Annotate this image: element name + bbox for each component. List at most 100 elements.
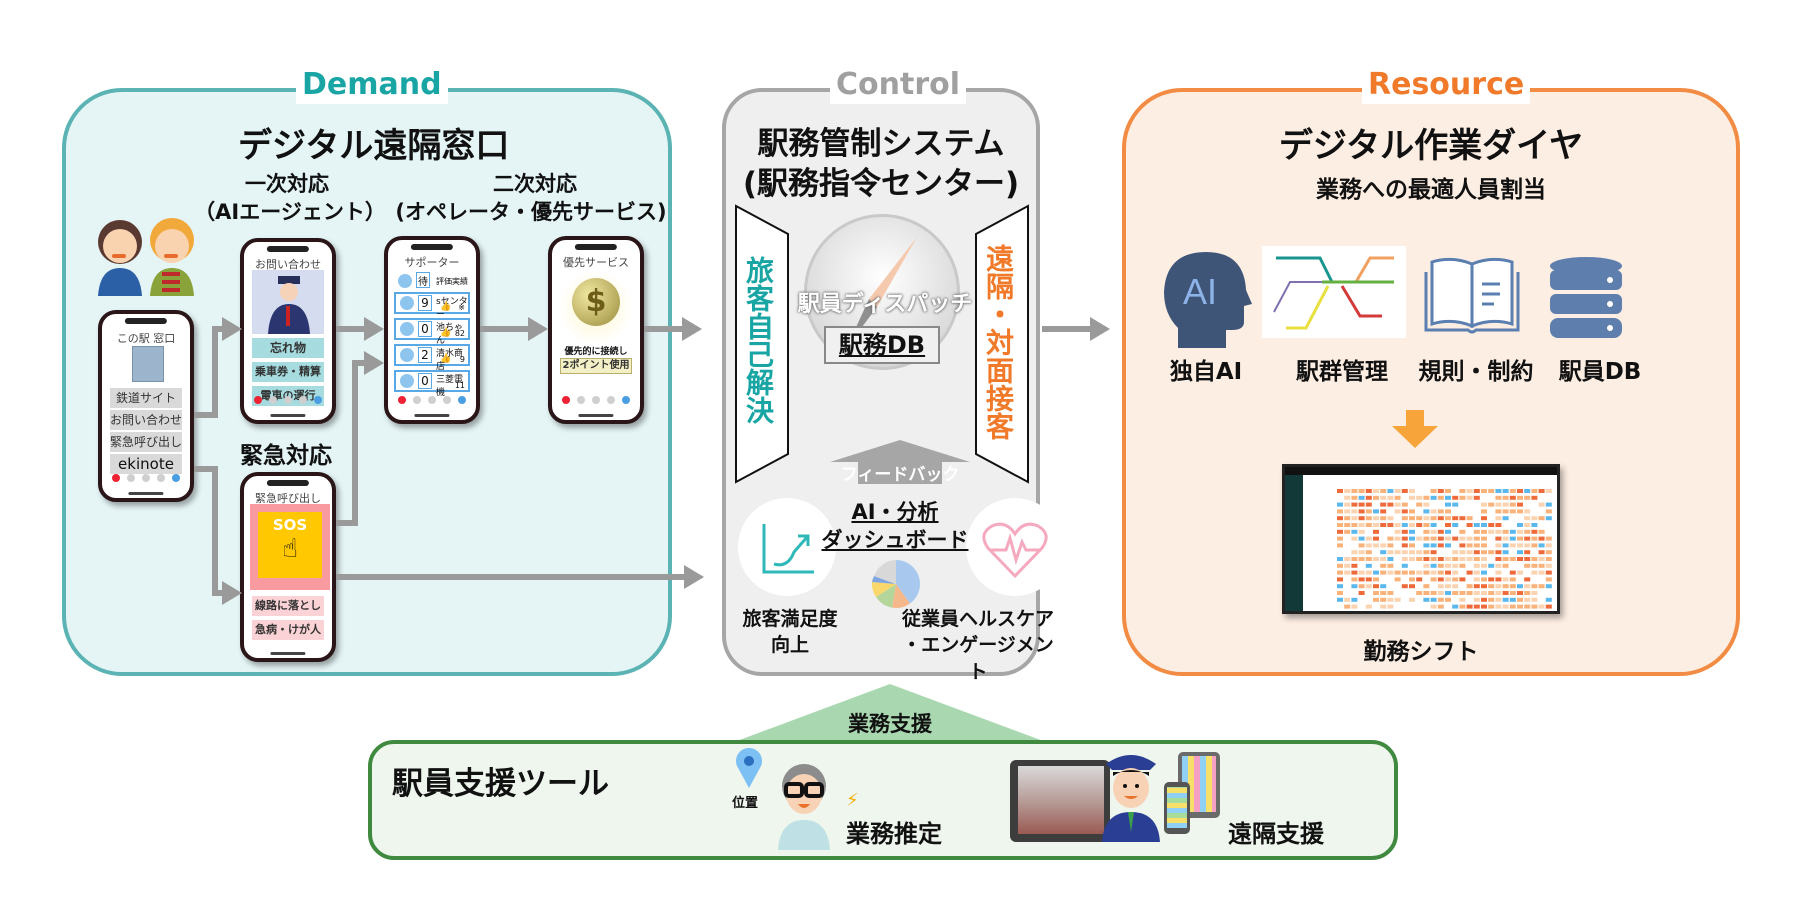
shift-cell: [1409, 584, 1415, 589]
shift-cell: [1538, 570, 1545, 575]
supporter-row[interactable]: 9 sセンター 👍 ※: [394, 292, 470, 320]
shift-cell: [1473, 557, 1480, 561]
shift-cell: [1416, 529, 1423, 534]
inquiry-button[interactable]: お問い合わせ: [110, 410, 182, 430]
supporter-row[interactable]: 0 三菱電機 11: [394, 370, 470, 398]
shift-cell: [1394, 502, 1401, 507]
shift-cell: [1401, 509, 1408, 514]
shift-cell: [1517, 597, 1523, 602]
shift-cell: [1452, 563, 1459, 568]
shift-cell: [1531, 495, 1538, 500]
ekinote-button[interactable]: ekinote: [110, 454, 182, 474]
shift-cell: [1445, 557, 1451, 561]
shift-cell: [1344, 495, 1351, 500]
shift-cell: [1502, 509, 1509, 514]
satisfaction-label-line1: 旅客満足度: [742, 608, 838, 630]
shift-cell: [1452, 604, 1459, 609]
dropped-on-track-button[interactable]: 線路に落とした: [252, 596, 324, 632]
railway-site-button[interactable]: 鉄道サイト: [110, 388, 182, 408]
shift-cell: [1524, 536, 1531, 541]
shift-cell: [1401, 536, 1408, 541]
shift-cell: [1380, 529, 1387, 534]
shift-sidebar: [1285, 475, 1303, 611]
emergency-call-button[interactable]: 緊急呼び出し: [110, 432, 182, 452]
shift-cell: [1481, 570, 1487, 575]
shift-cell: [1452, 557, 1459, 561]
ticket-fare-button[interactable]: 乗車券・精算: [252, 362, 324, 382]
shift-cell: [1423, 591, 1430, 595]
shift-cell: [1373, 536, 1379, 541]
thumbs-up-icon: 👍: [440, 302, 452, 312]
shift-cell: [1373, 570, 1379, 575]
shift-cell: [1445, 516, 1451, 521]
lost-item-button[interactable]: 忘れ物: [252, 338, 324, 358]
shift-cell: [1538, 597, 1545, 602]
shift-cell: [1430, 584, 1437, 589]
shift-cell: [1358, 495, 1365, 500]
shift-cell: [1394, 597, 1401, 602]
shift-cell: [1495, 543, 1502, 548]
shift-cell: [1466, 570, 1473, 575]
shift-cell: [1430, 489, 1437, 493]
shift-cell: [1380, 604, 1387, 609]
shift-cell: [1495, 516, 1502, 521]
shift-cell: [1437, 557, 1444, 561]
shift-cell: [1394, 495, 1401, 500]
shift-cell: [1524, 523, 1531, 527]
shift-cell: [1545, 584, 1552, 589]
shift-cell: [1409, 516, 1415, 521]
use-points-button[interactable]: 2ポイント使用: [560, 358, 632, 374]
shift-cell: [1459, 509, 1466, 514]
shift-cell: [1387, 529, 1394, 534]
shift-cell: [1524, 502, 1531, 507]
rating-label: 評価実績: [436, 277, 468, 286]
shift-cell: [1430, 502, 1437, 507]
company-icon: [400, 374, 414, 388]
shift-cell: [1473, 509, 1480, 514]
supporter-row[interactable]: 0 池ちゃん 👍 82: [394, 318, 470, 346]
shift-cell: [1473, 597, 1480, 602]
supporter-row[interactable]: 2 清水商店 👍 9: [394, 344, 470, 372]
shift-cell: [1502, 563, 1509, 568]
shift-cell: [1437, 597, 1444, 602]
sudden-illness-button[interactable]: 急病・けが人: [252, 620, 324, 640]
shift-cell: [1373, 509, 1379, 514]
shift-cell: [1416, 597, 1423, 602]
sos-button[interactable]: SOS ☝: [258, 512, 322, 578]
shift-cell: [1538, 557, 1545, 561]
shift-cell: [1502, 523, 1509, 527]
resource-label: Resource: [1362, 66, 1531, 104]
shift-cell: [1524, 543, 1531, 548]
shift-cell: [1445, 543, 1451, 548]
shift-cell: [1409, 543, 1415, 548]
shift-cell: [1423, 557, 1430, 561]
shift-cell: [1344, 529, 1351, 534]
shift-cell: [1545, 570, 1552, 575]
shift-cell: [1524, 529, 1531, 534]
shift-cell: [1466, 543, 1473, 548]
shift-cell: [1401, 516, 1408, 521]
shift-cell: [1380, 591, 1387, 595]
shift-cell: [1531, 509, 1538, 514]
shift-cell: [1531, 516, 1538, 521]
demand-label: Demand: [296, 66, 448, 104]
shift-cell: [1387, 489, 1394, 493]
shift-cell: [1437, 584, 1444, 589]
shift-cell: [1459, 577, 1466, 582]
shift-cell: [1351, 597, 1358, 602]
shift-cell: [1495, 563, 1502, 568]
shift-cell: [1445, 584, 1451, 589]
shift-cell: [1531, 597, 1538, 602]
shift-cell: [1430, 604, 1437, 609]
shift-cell: [1437, 591, 1444, 595]
shift-cell: [1387, 509, 1394, 514]
shift-cell: [1452, 495, 1459, 500]
shift-cell: [1459, 584, 1466, 589]
shift-cell: [1509, 495, 1516, 500]
shift-cell: [1481, 516, 1487, 521]
shift-cell: [1394, 584, 1401, 589]
shift-cell: [1394, 577, 1401, 582]
shift-cell: [1488, 563, 1495, 568]
shift-cell: [1459, 597, 1466, 602]
shift-cell: [1351, 509, 1358, 514]
